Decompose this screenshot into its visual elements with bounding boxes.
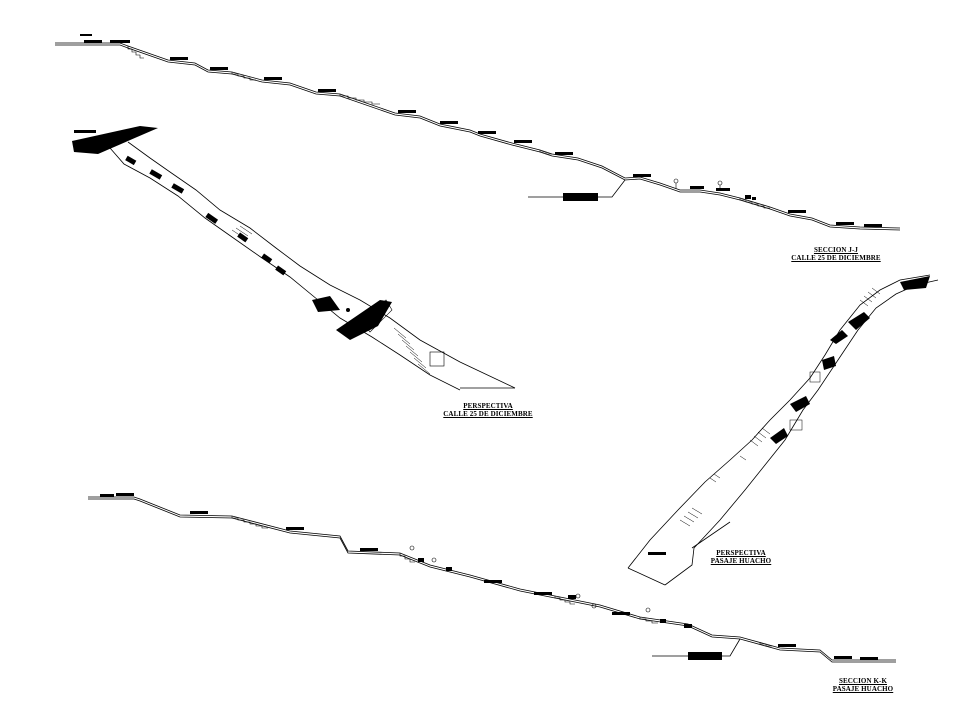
perspective-calle-title: PERSPECTIVA — [463, 402, 513, 410]
perspective-calle-plaza-hatch — [336, 300, 392, 340]
perspective-calle-edge-left — [109, 147, 461, 391]
perspective-calle-caption: PERSPECTIVA CALLE 25 DE DICIEMBRE — [432, 402, 544, 418]
section-jj-base-line — [55, 44, 901, 231]
section-kk-title: SECCION K-K — [839, 677, 887, 685]
perspective-pasaje-caption: PERSPECTIVA PASAJE HUACHO — [700, 549, 782, 565]
section-jj-steps — [127, 46, 770, 209]
section-jj-objects — [745, 195, 756, 200]
section-kk-base-line — [88, 498, 896, 663]
perspective-pasaje-title: PERSPECTIVA — [716, 549, 766, 557]
section-jj-ground-line — [55, 42, 901, 229]
section-kk-ground-line — [88, 496, 896, 661]
section-kk-cut-line — [652, 638, 741, 657]
section-kk-subtitle: PASAJE HUACHO — [832, 685, 894, 693]
section-jj-profile — [55, 42, 901, 231]
perspective-pasaje-edge-left — [627, 274, 931, 569]
perspective-pasaje-street — [627, 274, 939, 586]
section-jj-slabs — [80, 34, 882, 227]
perspective-calle-edge-right — [127, 141, 516, 389]
perspective-calle-plaza-block — [72, 126, 158, 154]
perspective-calle-subtitle: CALLE 25 DE DICIEMBRE — [443, 410, 533, 418]
section-kk-profile — [88, 496, 896, 663]
perspective-pasaje-stairs — [679, 287, 881, 527]
section-jj-caption: SECCION J-J CALLE 25 DE DICIEMBRE — [780, 246, 892, 262]
section-kk-steps — [231, 516, 772, 647]
section-kk-slabs — [100, 493, 878, 660]
section-kk-objects — [418, 558, 692, 628]
section-jj-subtitle: CALLE 25 DE DICIEMBRE — [791, 254, 881, 262]
perspective-pasaje-details — [648, 276, 930, 555]
perspective-pasaje-subtitle: PASAJE HUACHO — [710, 557, 772, 565]
section-jj-title: SECCION J-J — [813, 246, 859, 254]
perspective-calle-street — [72, 126, 516, 391]
section-kk-caption: SECCION K-K PASAJE HUACHO — [822, 677, 904, 693]
section-jj-cut-line — [528, 179, 626, 198]
perspective-pasaje-edge-right — [664, 279, 939, 586]
